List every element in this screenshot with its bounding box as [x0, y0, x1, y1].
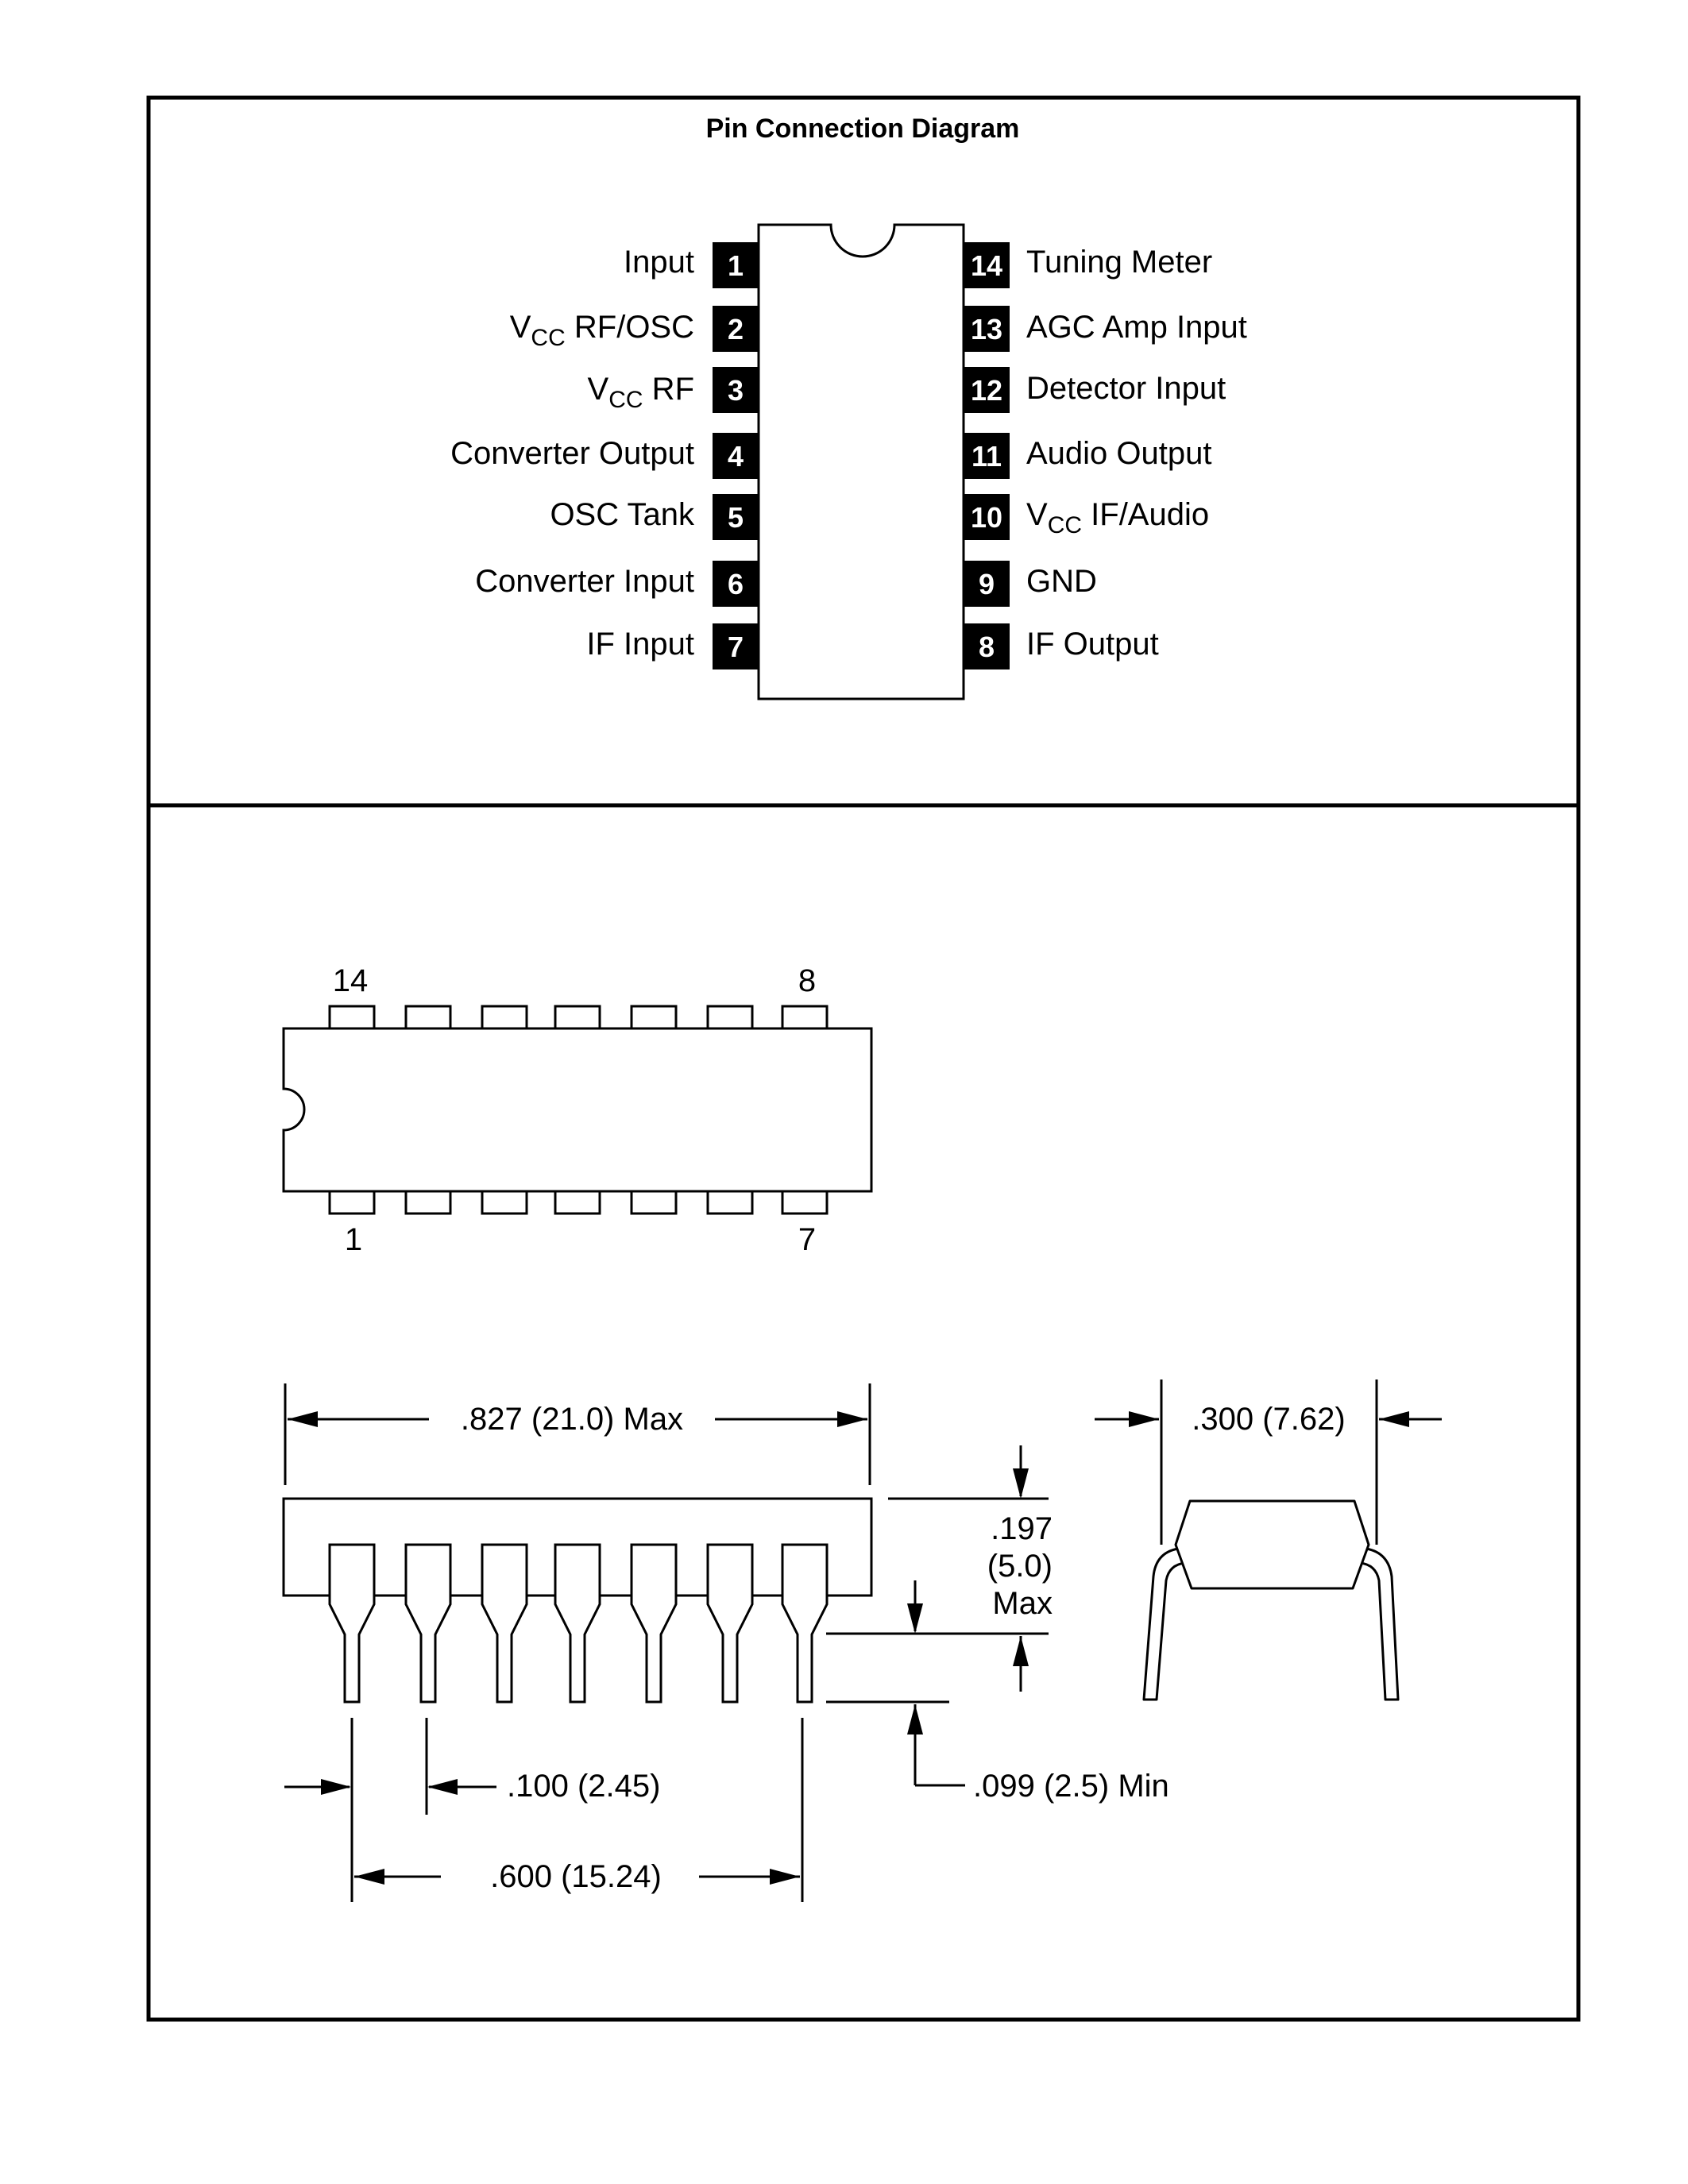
left-pin-labels: Input VCC RF/OSC VCC RF Converter Output…: [450, 245, 695, 662]
width-dimension: [1095, 1379, 1442, 1545]
span-dimension: [354, 1718, 804, 1902]
pin-number-4: 4: [728, 440, 744, 473]
top-view-lower-leads: [328, 1190, 829, 1215]
height-dimension: [826, 1445, 1049, 1692]
pin-box-6: [713, 561, 759, 607]
pin-label-13: AGC Amp Input: [1026, 310, 1247, 345]
side-view-leads: [328, 1543, 829, 1704]
pin-box-9: [964, 561, 1010, 607]
pin-number-2: 2: [728, 313, 744, 345]
pin-box-2: [713, 306, 759, 352]
pitch-dimension: [284, 1718, 496, 1902]
outer-frame: [146, 95, 1581, 2022]
height-dimension-label-1: .197: [991, 1511, 1053, 1546]
pin-number-14: 14: [971, 249, 1002, 282]
pin-box-10: [964, 494, 1010, 540]
left-pin-numbers: 1 2 3 4 5 6 7: [728, 249, 744, 663]
pin-number-13: 13: [971, 313, 1002, 345]
pin-box-7: [713, 623, 759, 669]
pin-label-1: Input: [624, 245, 694, 280]
pin-label-3: VCC RF: [588, 372, 694, 413]
pin-number-12: 12: [971, 374, 1002, 407]
pin-box-14: [964, 242, 1010, 288]
pin-box-11: [964, 433, 1010, 479]
pin-number-9: 9: [979, 568, 995, 600]
pin-label-2: VCC RF/OSC: [510, 310, 694, 351]
height-dimension-label-2: (5.0): [987, 1549, 1053, 1584]
top-view-pin-1-label: 1: [345, 1222, 362, 1257]
top-view-package: [282, 1027, 873, 1193]
right-pin-labels: Tuning Meter AGC Amp Input Detector Inpu…: [1026, 245, 1247, 662]
pin-label-4: Converter Output: [450, 436, 694, 471]
pin-box-12: [964, 367, 1010, 413]
pin-box-8: [964, 623, 1010, 669]
length-dimension: [284, 1383, 871, 1485]
pin-box-1: [713, 242, 759, 288]
pin-number-3: 3: [728, 374, 744, 407]
lead-length-dimension: [826, 1580, 965, 1787]
pin-label-8: IF Output: [1026, 627, 1159, 662]
top-view-pin-14-label: 14: [333, 963, 369, 998]
pin-box-3: [713, 367, 759, 413]
pin-label-14: Tuning Meter: [1026, 245, 1212, 280]
pitch-dimension-label: .100 (2.45): [507, 1769, 660, 1804]
pin-number-11: 11: [971, 440, 1002, 473]
end-view-package: [1142, 1499, 1400, 1701]
pin-label-12: Detector Input: [1026, 371, 1226, 406]
pin-box-4: [713, 433, 759, 479]
pin-label-9: GND: [1026, 564, 1097, 599]
left-pin-boxes: [713, 242, 759, 669]
height-dimension-label-3: Max: [992, 1586, 1053, 1621]
pin-number-8: 8: [979, 631, 995, 663]
top-view-pin-7-label: 7: [798, 1222, 816, 1257]
right-pin-boxes: [964, 242, 1010, 669]
pin-box-5: [713, 494, 759, 540]
pin-number-7: 7: [728, 631, 744, 663]
diagram-title: Pin Connection Diagram: [706, 114, 1020, 144]
right-pin-numbers: 14 13 12 11 10 9 8: [971, 249, 1002, 663]
pin-number-6: 6: [728, 568, 744, 600]
width-dimension-label: .300 (7.62): [1192, 1402, 1345, 1437]
top-view-upper-leads: [328, 1005, 829, 1030]
ic-body: [757, 223, 965, 700]
span-dimension-label: .600 (15.24): [490, 1859, 662, 1894]
top-view-pin-8-label: 8: [798, 963, 816, 998]
pin-box-13: [964, 306, 1010, 352]
pin-number-10: 10: [971, 501, 1002, 534]
pin-label-11: Audio Output: [1026, 436, 1212, 471]
pin-label-10: VCC IF/Audio: [1026, 497, 1209, 538]
pin-number-5: 5: [728, 501, 744, 534]
length-dimension-label: .827 (21.0) Max: [461, 1402, 683, 1437]
pin-label-5: OSC Tank: [550, 497, 695, 532]
pin-number-1: 1: [728, 249, 744, 282]
lead-length-dimension-label: .099 (2.5) Min: [973, 1769, 1169, 1804]
pin-label-6: Converter Input: [475, 564, 694, 599]
pin-label-7: IF Input: [586, 627, 694, 662]
